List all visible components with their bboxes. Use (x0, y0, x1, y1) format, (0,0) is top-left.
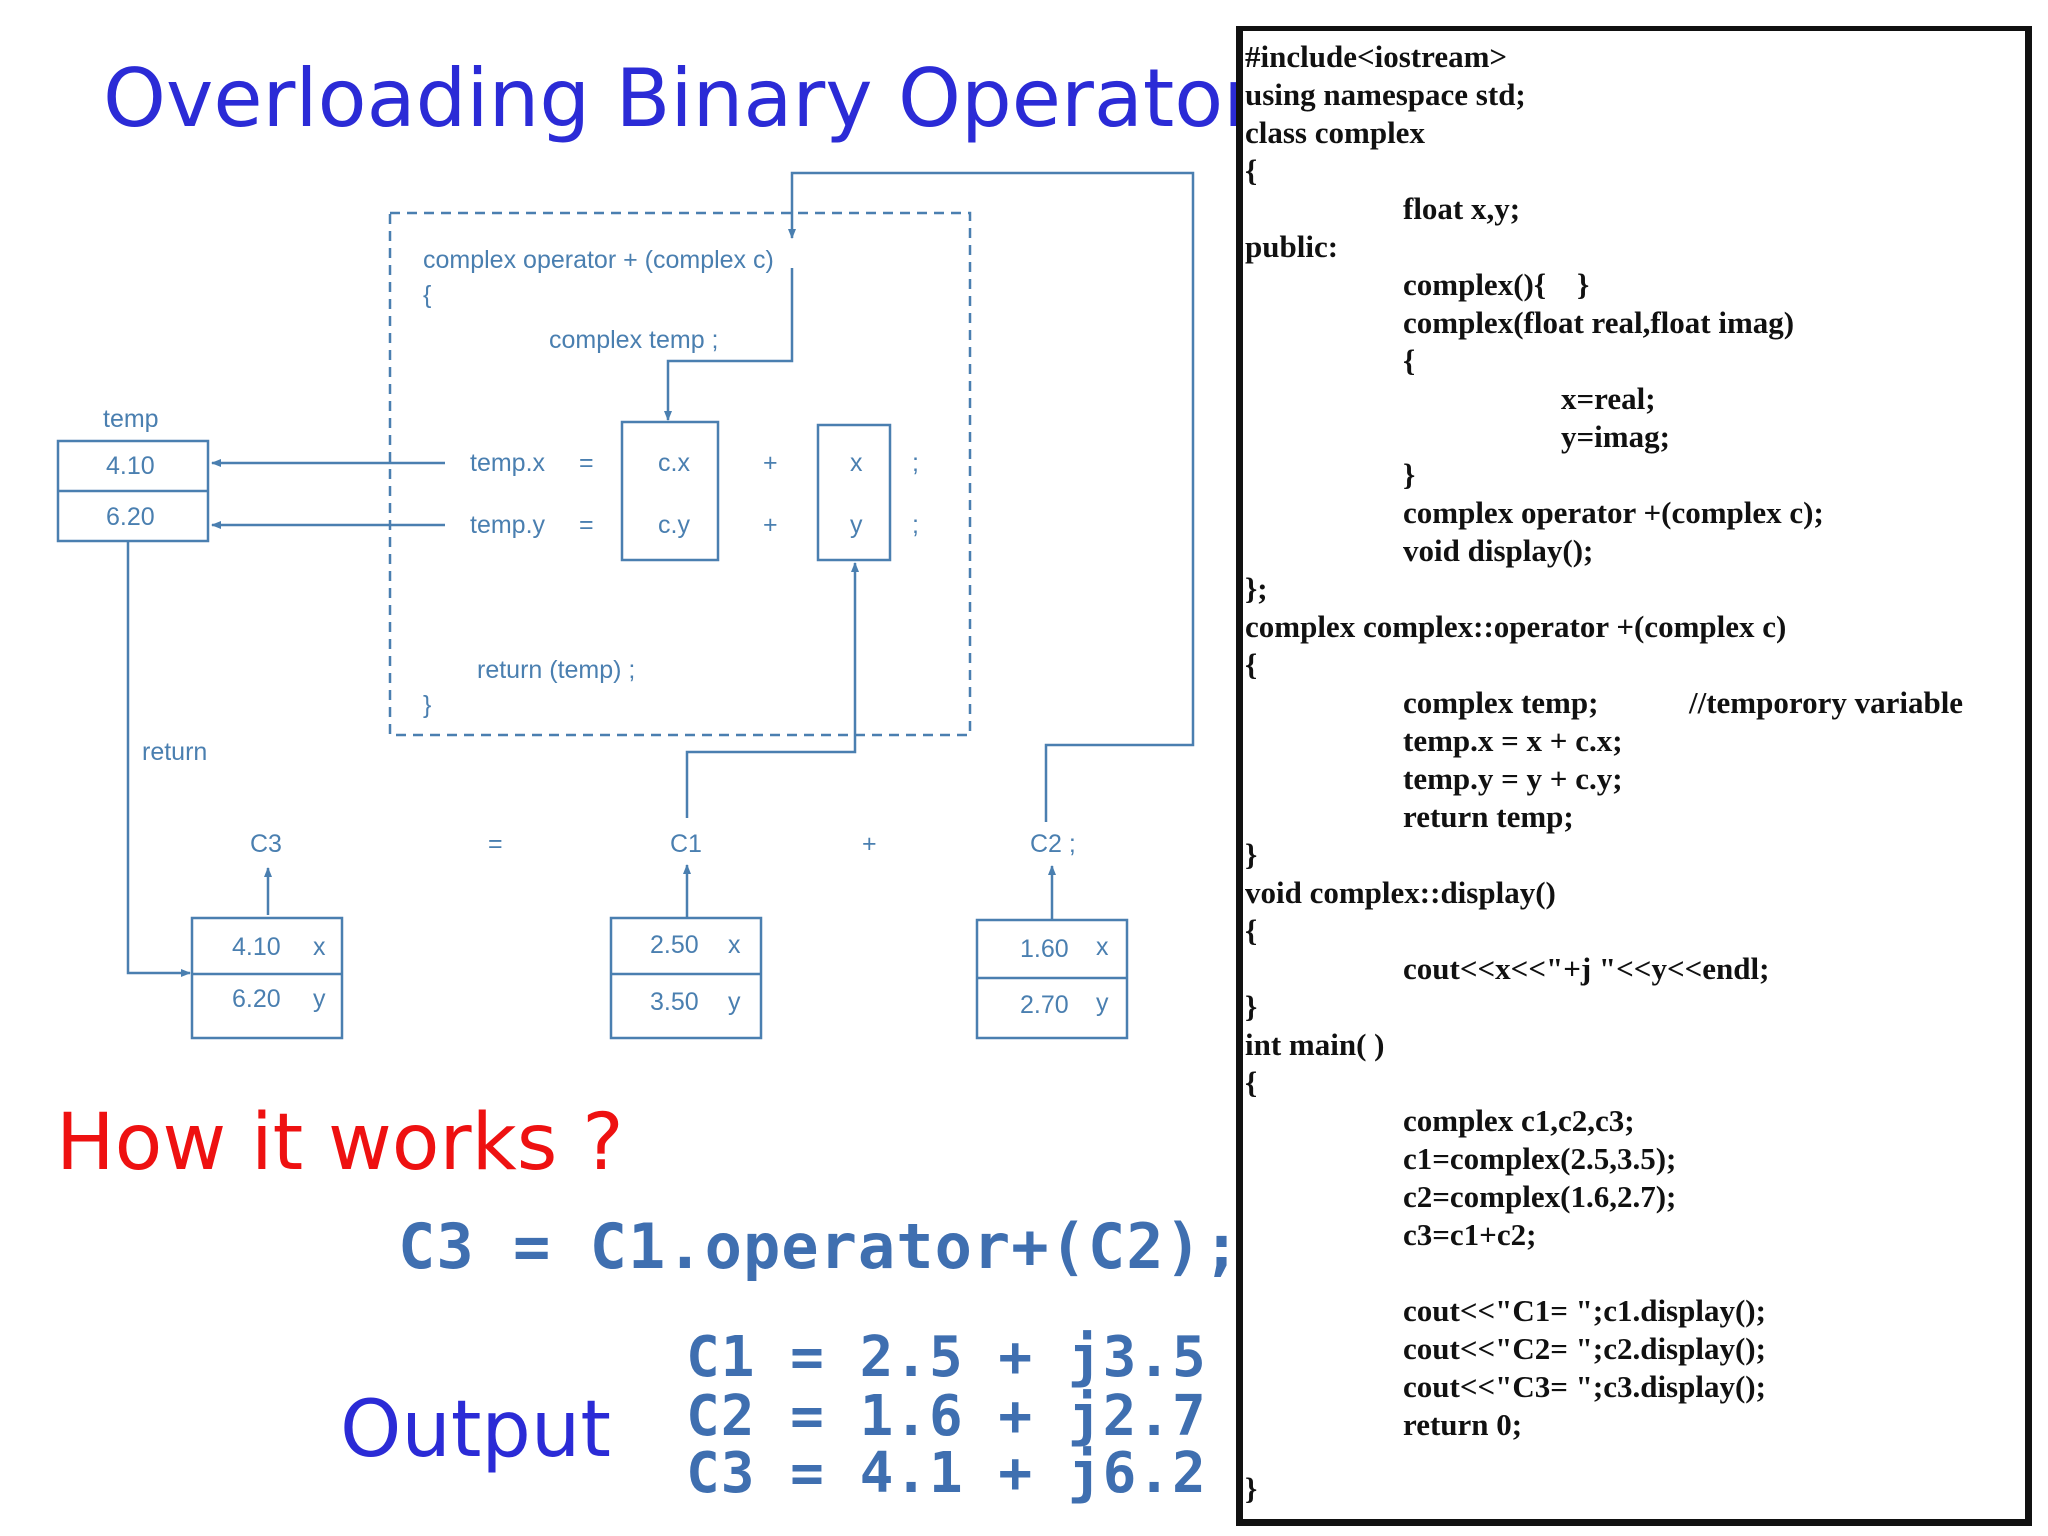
row-y-plus: + (763, 511, 778, 539)
code-line: class complex (1245, 115, 1425, 150)
code-line: int main( ) (1245, 1027, 1385, 1062)
code-line: { (1245, 1065, 1258, 1100)
arrow-c2-to-param (788, 171, 1195, 822)
c3-x-tag: x (313, 933, 326, 961)
code-comment: //temporory variable (1689, 685, 1964, 720)
func-signature: complex operator + (complex c) (423, 246, 774, 274)
row-x-plus: + (763, 449, 778, 477)
func-open-brace: { (423, 281, 431, 309)
row-y-cy: c.y (658, 511, 690, 539)
code-panel: #include<iostream> using namespace std; … (1236, 26, 2032, 1526)
c2-y-tag: y (1096, 989, 1109, 1017)
how-it-works-heading: How it works ? (56, 1098, 624, 1188)
c3-x-value: 4.10 (232, 933, 281, 961)
code-line: complex(float real,float imag) (1403, 305, 1795, 340)
operator-flow-diagram: complex operator + (complex c) { complex… (56, 171, 1195, 1040)
output-line-c1: C1 = 2.5 + j3.5 (686, 1325, 1207, 1390)
arrow-return (126, 541, 191, 977)
c3-y-value: 6.20 (232, 985, 281, 1013)
code-line: { (1403, 343, 1416, 378)
code-line: c2=complex(1.6,2.7); (1403, 1179, 1677, 1214)
return-label: return (142, 738, 207, 766)
code-line: { (1245, 913, 1258, 948)
slide-title: Overloading Binary Operator (103, 52, 1257, 145)
code-line: complex c1,c2,c3; (1403, 1103, 1635, 1138)
code-line: void display(); (1403, 533, 1594, 568)
code-line: float x,y; (1403, 191, 1521, 226)
code-line: { (1245, 647, 1258, 682)
equals-sign: = (488, 830, 503, 858)
arrow-param-to-cx (664, 268, 794, 421)
temp-label: temp (103, 405, 159, 433)
row-x-x: x (850, 449, 863, 477)
code-line: }; (1245, 571, 1268, 606)
c3-y-tag: y (313, 985, 326, 1013)
arrow-c1-to-xy (685, 562, 859, 818)
x-y-box (816, 423, 892, 562)
func-close-brace: } (423, 691, 431, 719)
code-line: } (1245, 1471, 1258, 1506)
code-line: void complex::display() (1245, 875, 1556, 910)
plus-sign: + (862, 830, 877, 858)
code-line: x=real; (1561, 381, 1656, 416)
c1-x-tag: x (728, 931, 741, 959)
row-x-cx: c.x (658, 449, 690, 477)
code-line: #include<iostream> (1245, 39, 1508, 74)
row-x-lhs: temp.x (470, 449, 546, 477)
row-x-semicolon: ; (912, 449, 919, 477)
code-line: c3=c1+c2; (1403, 1217, 1537, 1252)
code-line: c1=complex(2.5,3.5); (1403, 1141, 1677, 1176)
c2-x-value: 1.60 (1020, 935, 1069, 963)
code-line: } (1245, 837, 1258, 872)
code-line: cout<<x<<"+j "<<y<<endl; (1403, 951, 1770, 986)
c3-label: C3 (250, 830, 282, 858)
code-line: } (1403, 457, 1416, 492)
code-line: temp.y = y + c.y; (1403, 761, 1623, 796)
code-line: public: (1245, 229, 1339, 264)
operator-call-expression: C3 = C1.operator+(C2); (398, 1210, 1242, 1283)
code-line: cout<<"C3= ";c3.display(); (1403, 1369, 1766, 1404)
return-statement: return (temp) ; (477, 656, 635, 684)
code-line: } (1245, 989, 1258, 1024)
output-line-c3: C3 = 4.1 + j6.2 (686, 1441, 1207, 1506)
code-line: cout<<"C2= ";c2.display(); (1403, 1331, 1766, 1366)
code-line: y=imag; (1561, 419, 1670, 454)
c1-label: C1 (670, 830, 702, 858)
code-line: complex temp; (1403, 685, 1599, 720)
code-line: return 0; (1403, 1407, 1523, 1442)
code-line: return temp; (1403, 799, 1574, 834)
code-line: complex complex::operator +(complex c) (1245, 609, 1787, 644)
c1-y-value: 3.50 (650, 988, 699, 1016)
temp-declaration: complex temp ; (549, 326, 719, 354)
code-line: { (1245, 153, 1258, 188)
temp-y-value: 6.20 (106, 503, 155, 531)
row-y-semicolon: ; (912, 511, 919, 539)
row-y-lhs: temp.y (470, 511, 546, 539)
c2-label: C2 ; (1030, 830, 1076, 858)
c1-box (609, 916, 763, 1040)
cx-cy-box (620, 420, 720, 562)
output-line-c2: C2 = 1.6 + j2.7 (686, 1384, 1207, 1449)
code-line: temp.x = x + c.x; (1403, 723, 1623, 758)
temp-x-value: 4.10 (106, 452, 155, 480)
code-line: complex operator +(complex c); (1403, 495, 1824, 530)
c1-y-tag: y (728, 988, 741, 1016)
code-line: using namespace std; (1245, 77, 1526, 112)
row-x-eq: = (579, 449, 594, 477)
code-line: complex(){ } (1403, 267, 1590, 302)
function-boundary (388, 211, 972, 737)
c2-x-tag: x (1096, 933, 1109, 961)
c1-x-value: 2.50 (650, 931, 699, 959)
row-y-y: y (850, 511, 863, 539)
output-label: Output (340, 1385, 611, 1475)
c3-box (190, 916, 344, 1040)
row-y-eq: = (579, 511, 594, 539)
code-line: cout<<"C1= ";c1.display(); (1403, 1293, 1766, 1328)
c2-y-value: 2.70 (1020, 991, 1069, 1019)
